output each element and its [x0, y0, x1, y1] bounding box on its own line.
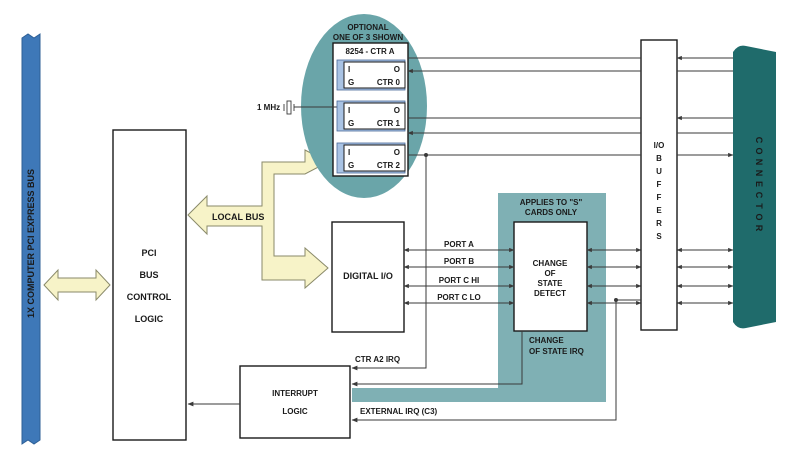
counter-box: [343, 102, 406, 130]
io-buffers-letter: F: [657, 193, 662, 202]
pci-logic-line2: BUS: [139, 270, 158, 280]
port-wire-1: PORT B: [403, 257, 734, 270]
cos-line3: STATE: [537, 279, 563, 288]
port-wire-3: PORT C LO: [403, 293, 734, 306]
cos-irq-wire: [351, 331, 523, 387]
counter-name-label: CTR 2: [377, 161, 401, 170]
applies-label-line1: APPLIES TO "S": [520, 198, 583, 207]
counter-out-label: O: [394, 65, 400, 74]
io-buffers-letter: E: [656, 206, 662, 215]
counter-in-label: I: [348, 106, 350, 115]
interrupt-logic-box: [239, 365, 351, 439]
connector-letter: N: [754, 159, 764, 166]
counter-out-label: O: [394, 106, 400, 115]
cos-line4: DETECT: [534, 289, 566, 298]
connector-letter: N: [754, 170, 764, 177]
cos-line2: OF: [544, 269, 555, 278]
io-buffers-box: [640, 39, 678, 331]
pci-bus-control-logic: PCI BUS CONTROL LOGIC: [112, 129, 187, 441]
counter-name-label: CTR 0: [377, 78, 401, 87]
pci-express-bus-label: 1X COMPUTER PCI EXPRESS BUS: [26, 169, 36, 318]
counter-gate-label: G: [348, 78, 354, 87]
connector-shape: [733, 45, 776, 329]
pci-logic-line4: LOGIC: [135, 314, 164, 324]
clock-label: 1 MHz: [257, 103, 280, 112]
port-label: PORT A: [444, 240, 474, 249]
connector-letter: C: [754, 137, 764, 144]
external-irq-label: EXTERNAL IRQ (C3): [360, 407, 438, 416]
connector-letter: R: [754, 225, 764, 232]
interrupt-line1: INTERRUPT: [272, 389, 318, 398]
port-label: PORT C LO: [437, 293, 481, 302]
applies-s-region: APPLIES TO "S" CARDS ONLY CHANGE OF STAT…: [351, 193, 606, 402]
port-wire-0: PORT A: [403, 240, 734, 253]
port-wire-2: PORT C HI: [403, 276, 734, 289]
applies-label-line2: CARDS ONLY: [525, 208, 578, 217]
cos-irq-line1: CHANGE: [529, 336, 564, 345]
crystal-icon: [286, 100, 292, 115]
digital-io-box: [331, 221, 405, 333]
interrupt-logic: INTERRUPT LOGIC: [187, 365, 351, 439]
pci-express-bus-bar: [21, 33, 41, 445]
local-bus-label: LOCAL BUS: [212, 212, 264, 222]
pci-logic-box: [112, 129, 187, 441]
counter-gate-label: G: [348, 119, 354, 128]
interrupt-line2: LOGIC: [282, 407, 308, 416]
external-irq-wire: [351, 299, 641, 423]
cos-detect-box: [513, 221, 588, 332]
counter-2: IG O CTR 2: [336, 142, 406, 174]
io-buffers-letter: S: [656, 232, 662, 241]
connector-letter: O: [754, 213, 764, 220]
connector-letter: E: [754, 181, 764, 187]
connector-letter: T: [754, 203, 764, 209]
optional-label-line2: ONE OF 3 SHOWN: [333, 33, 403, 42]
external-irq-path: EXTERNAL IRQ (C3): [351, 298, 641, 423]
optional-label-line1: OPTIONAL: [347, 23, 388, 32]
io-buffers-letter: B: [656, 154, 662, 163]
ctr-a2-irq-wire: [351, 155, 427, 371]
digital-io: DIGITAL I/O: [331, 221, 405, 333]
port-layer: PORT A PORT B PORT C HI PORT C LO: [403, 240, 734, 306]
io-buffers-letter: F: [657, 180, 662, 189]
counter-out-label: O: [394, 148, 400, 157]
counter-box: [343, 144, 406, 172]
cos-line1: CHANGE: [533, 259, 568, 268]
clock-source: 1 MHz: [257, 100, 344, 115]
port-label: PORT B: [444, 257, 474, 266]
digital-io-label: DIGITAL I/O: [343, 271, 393, 281]
pci-logic-line1: PCI: [141, 248, 156, 258]
counter-gate-label: G: [348, 161, 354, 170]
counter-io-wires: [407, 55, 734, 158]
external-irq-dot: [614, 298, 618, 302]
io-buffers-letter: I/O: [654, 141, 665, 150]
counter-0: IG O CTR 0: [336, 59, 406, 91]
connector-letter: O: [754, 147, 764, 154]
pci-express-bus: 1X COMPUTER PCI EXPRESS BUS: [21, 33, 41, 445]
counter-1: IG O CTR 1: [336, 100, 406, 132]
counter-box: [343, 61, 406, 89]
connector-letter: C: [754, 192, 764, 199]
counter-in-label: I: [348, 148, 350, 157]
pcie-to-pci-bus-arrow: [43, 268, 111, 302]
pci-logic-line3: CONTROL: [127, 292, 172, 302]
cos-irq-line2: OF STATE IRQ: [529, 347, 584, 356]
io-buffers-letter: U: [656, 167, 662, 176]
counter-name-label: CTR 1: [377, 119, 401, 128]
ctr-block-title: 8254 - CTR A: [345, 47, 394, 56]
port-label: PORT C HI: [439, 276, 479, 285]
io-buffers-letter: R: [656, 219, 662, 228]
ctr-a2-irq-label: CTR A2 IRQ: [355, 355, 400, 364]
junction-dot: [424, 153, 428, 157]
counter-in-label: I: [348, 65, 350, 74]
local-bus-arrow: [187, 149, 330, 290]
ctr-a2-irq-path: CTR A2 IRQ: [351, 153, 428, 371]
